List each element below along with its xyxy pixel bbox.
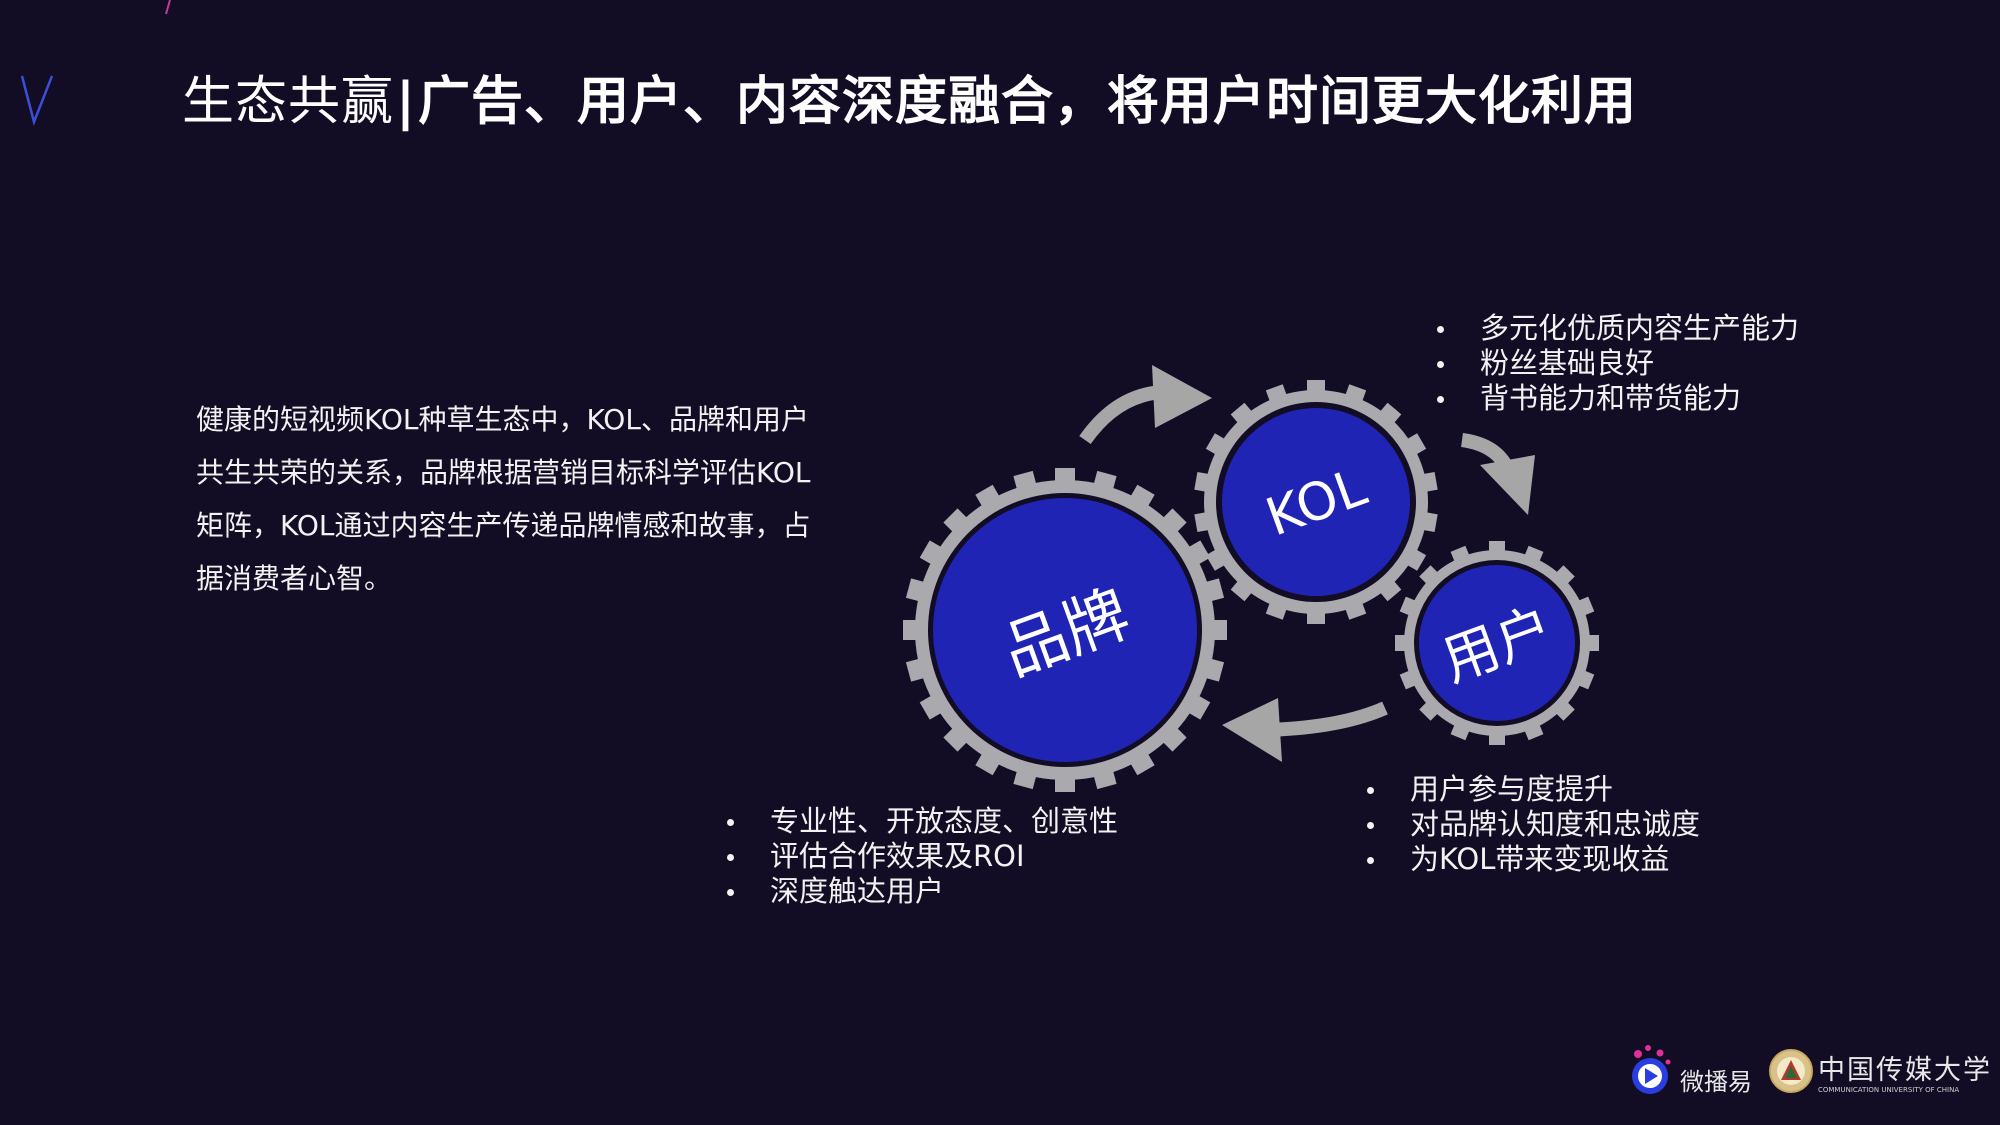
cuc-logo-english: COMMUNICATION UNIVERSITY OF CHINA [1818, 1086, 1960, 1094]
user-gear-tooth [1419, 565, 1442, 588]
kol-gear-tooth [1377, 402, 1402, 427]
user-gear-tooth [1552, 698, 1575, 721]
user-bullet-item: 对品牌认知度和忠诚度 [1362, 807, 1700, 842]
kol-gear-tooth [1230, 402, 1255, 427]
arrow-brand-to-kol [1079, 365, 1212, 445]
brand-bullets: 专业性、开放态度、创意性 评估合作效果及ROI 深度触达用户 [722, 804, 1118, 909]
footer-logos: 微播易 中国传媒大学 COMMUNICATION UNIVERSITY OF C… [1628, 1040, 1990, 1100]
title-prefix: 生态共赢 [182, 72, 395, 132]
user-bullet-item: 用户参与度提升 [1362, 772, 1700, 807]
ecosystem-description: 健康的短视频KOL种草生态中，KOL、品牌和用户共生共荣的关系，品牌根据营销目标… [196, 403, 811, 595]
deco-slash-mark [165, 0, 171, 15]
title-separator: | [396, 72, 417, 132]
arrow-user-to-brand [1222, 698, 1388, 762]
cuc-emblem-icon [1769, 1049, 1813, 1093]
weiboyi-logo-text: 微播易 [1680, 1068, 1752, 1096]
cuc-logo-text: 中国传媒大学 [1818, 1055, 1992, 1086]
kol-bullets: 多元化优质内容生产能力 粉丝基础良好 背书能力和带货能力 [1432, 311, 1799, 416]
arrow-kol-to-user [1460, 433, 1535, 515]
brand-bullet-item: 专业性、开放态度、创意性 [722, 804, 1118, 839]
user-gear-tooth [1552, 565, 1575, 588]
brand-bullet-item: 深度触达用户 [722, 874, 1118, 909]
brand-gear-tooth [1159, 724, 1187, 752]
user-gear-disc [1419, 565, 1575, 721]
brand-bullet-item: 评估合作效果及ROI [722, 839, 1118, 874]
brand-gear-tooth [943, 508, 971, 536]
deco-v-mark [20, 75, 54, 127]
title-main: 广告、用户、内容深度融合，将用户时间更大化利用 [418, 72, 1638, 132]
weiboyi-logo-icon [1632, 1045, 1671, 1094]
brand-gear-tooth [1159, 508, 1187, 536]
user-bullet-item: 为KOL带来变现收益 [1362, 842, 1700, 877]
user-gear-tooth [1419, 698, 1442, 721]
kol-gear-tooth [1377, 577, 1402, 602]
kol-gear-disc [1222, 408, 1410, 596]
kol-bullet-item: 粉丝基础良好 [1432, 346, 1799, 381]
brand-gear-disc [933, 498, 1197, 762]
kol-bullet-item: 背书能力和带货能力 [1432, 381, 1799, 416]
page-title: 生态共赢|广告、用户、内容深度融合，将用户时间更大化利用 [182, 62, 1637, 142]
user-bullets: 用户参与度提升 对品牌认知度和忠诚度 为KOL带来变现收益 [1362, 772, 1700, 877]
kol-bullet-item: 多元化优质内容生产能力 [1432, 311, 1799, 346]
kol-gear-tooth [1230, 577, 1255, 602]
brand-gear-tooth [943, 724, 971, 752]
